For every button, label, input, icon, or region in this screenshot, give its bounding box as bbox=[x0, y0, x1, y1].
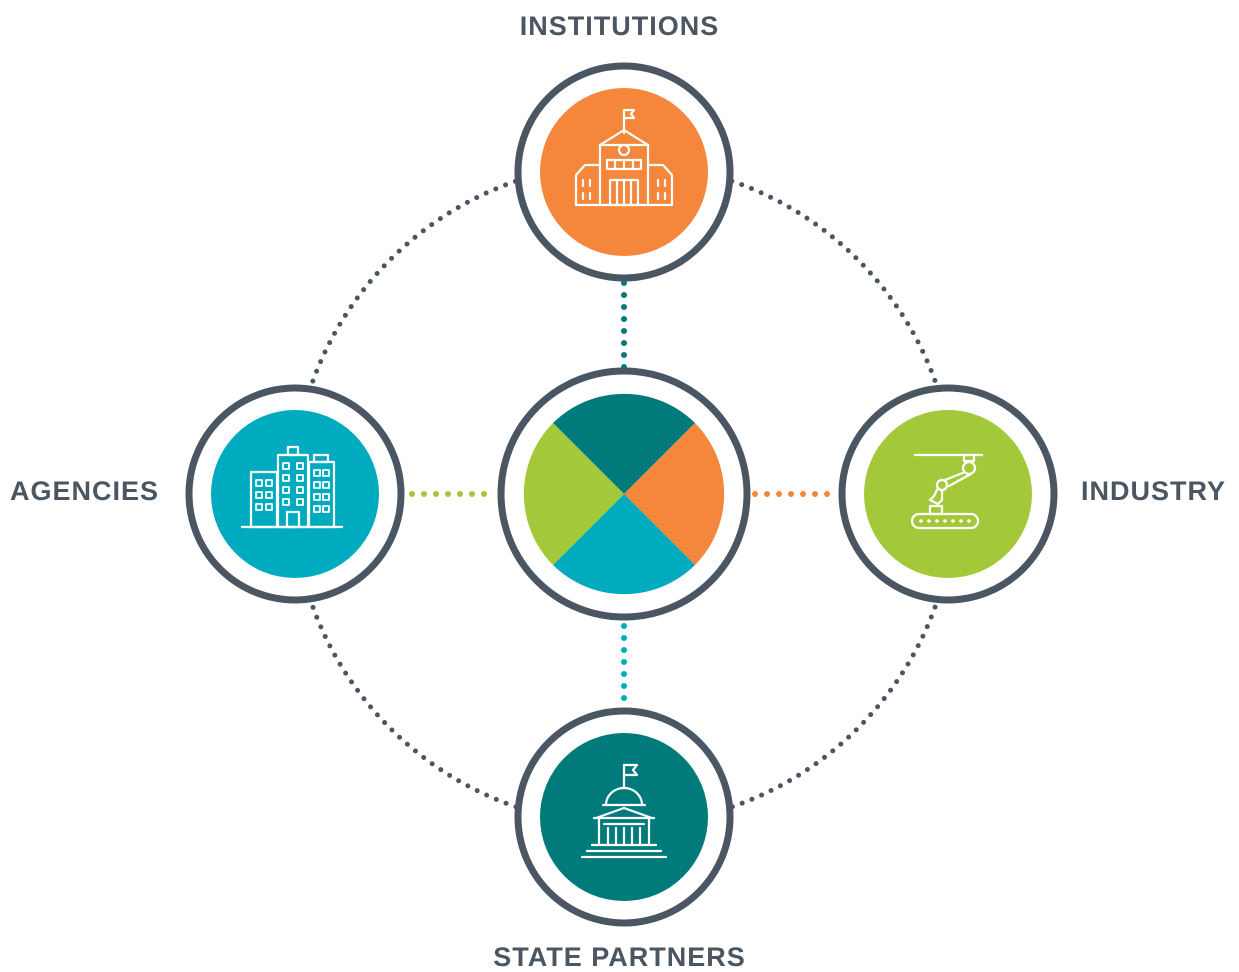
four-quadrant-icon bbox=[523, 393, 725, 595]
quadrant-left bbox=[523, 423, 624, 565]
office-buildings-icon bbox=[241, 445, 343, 529]
state-partners-label: STATE PARTNERS bbox=[493, 942, 746, 972]
agencies-label: AGENCIES bbox=[10, 476, 160, 506]
capitol-building-icon bbox=[580, 763, 668, 859]
node-agencies bbox=[185, 384, 405, 604]
robotic-arm-conveyor-icon bbox=[910, 453, 984, 530]
institutions-label: INSTITUTIONS bbox=[519, 11, 720, 41]
center-node bbox=[497, 367, 751, 621]
node-institutions bbox=[514, 62, 734, 282]
quadrant-bottom bbox=[553, 494, 695, 595]
node-industry bbox=[838, 384, 1058, 604]
quadrant-top bbox=[553, 393, 695, 494]
industry-label: INDUSTRY bbox=[1080, 476, 1226, 506]
school-building-icon bbox=[574, 108, 674, 207]
quadrant-right bbox=[624, 423, 725, 565]
node-state-partners bbox=[514, 707, 734, 927]
